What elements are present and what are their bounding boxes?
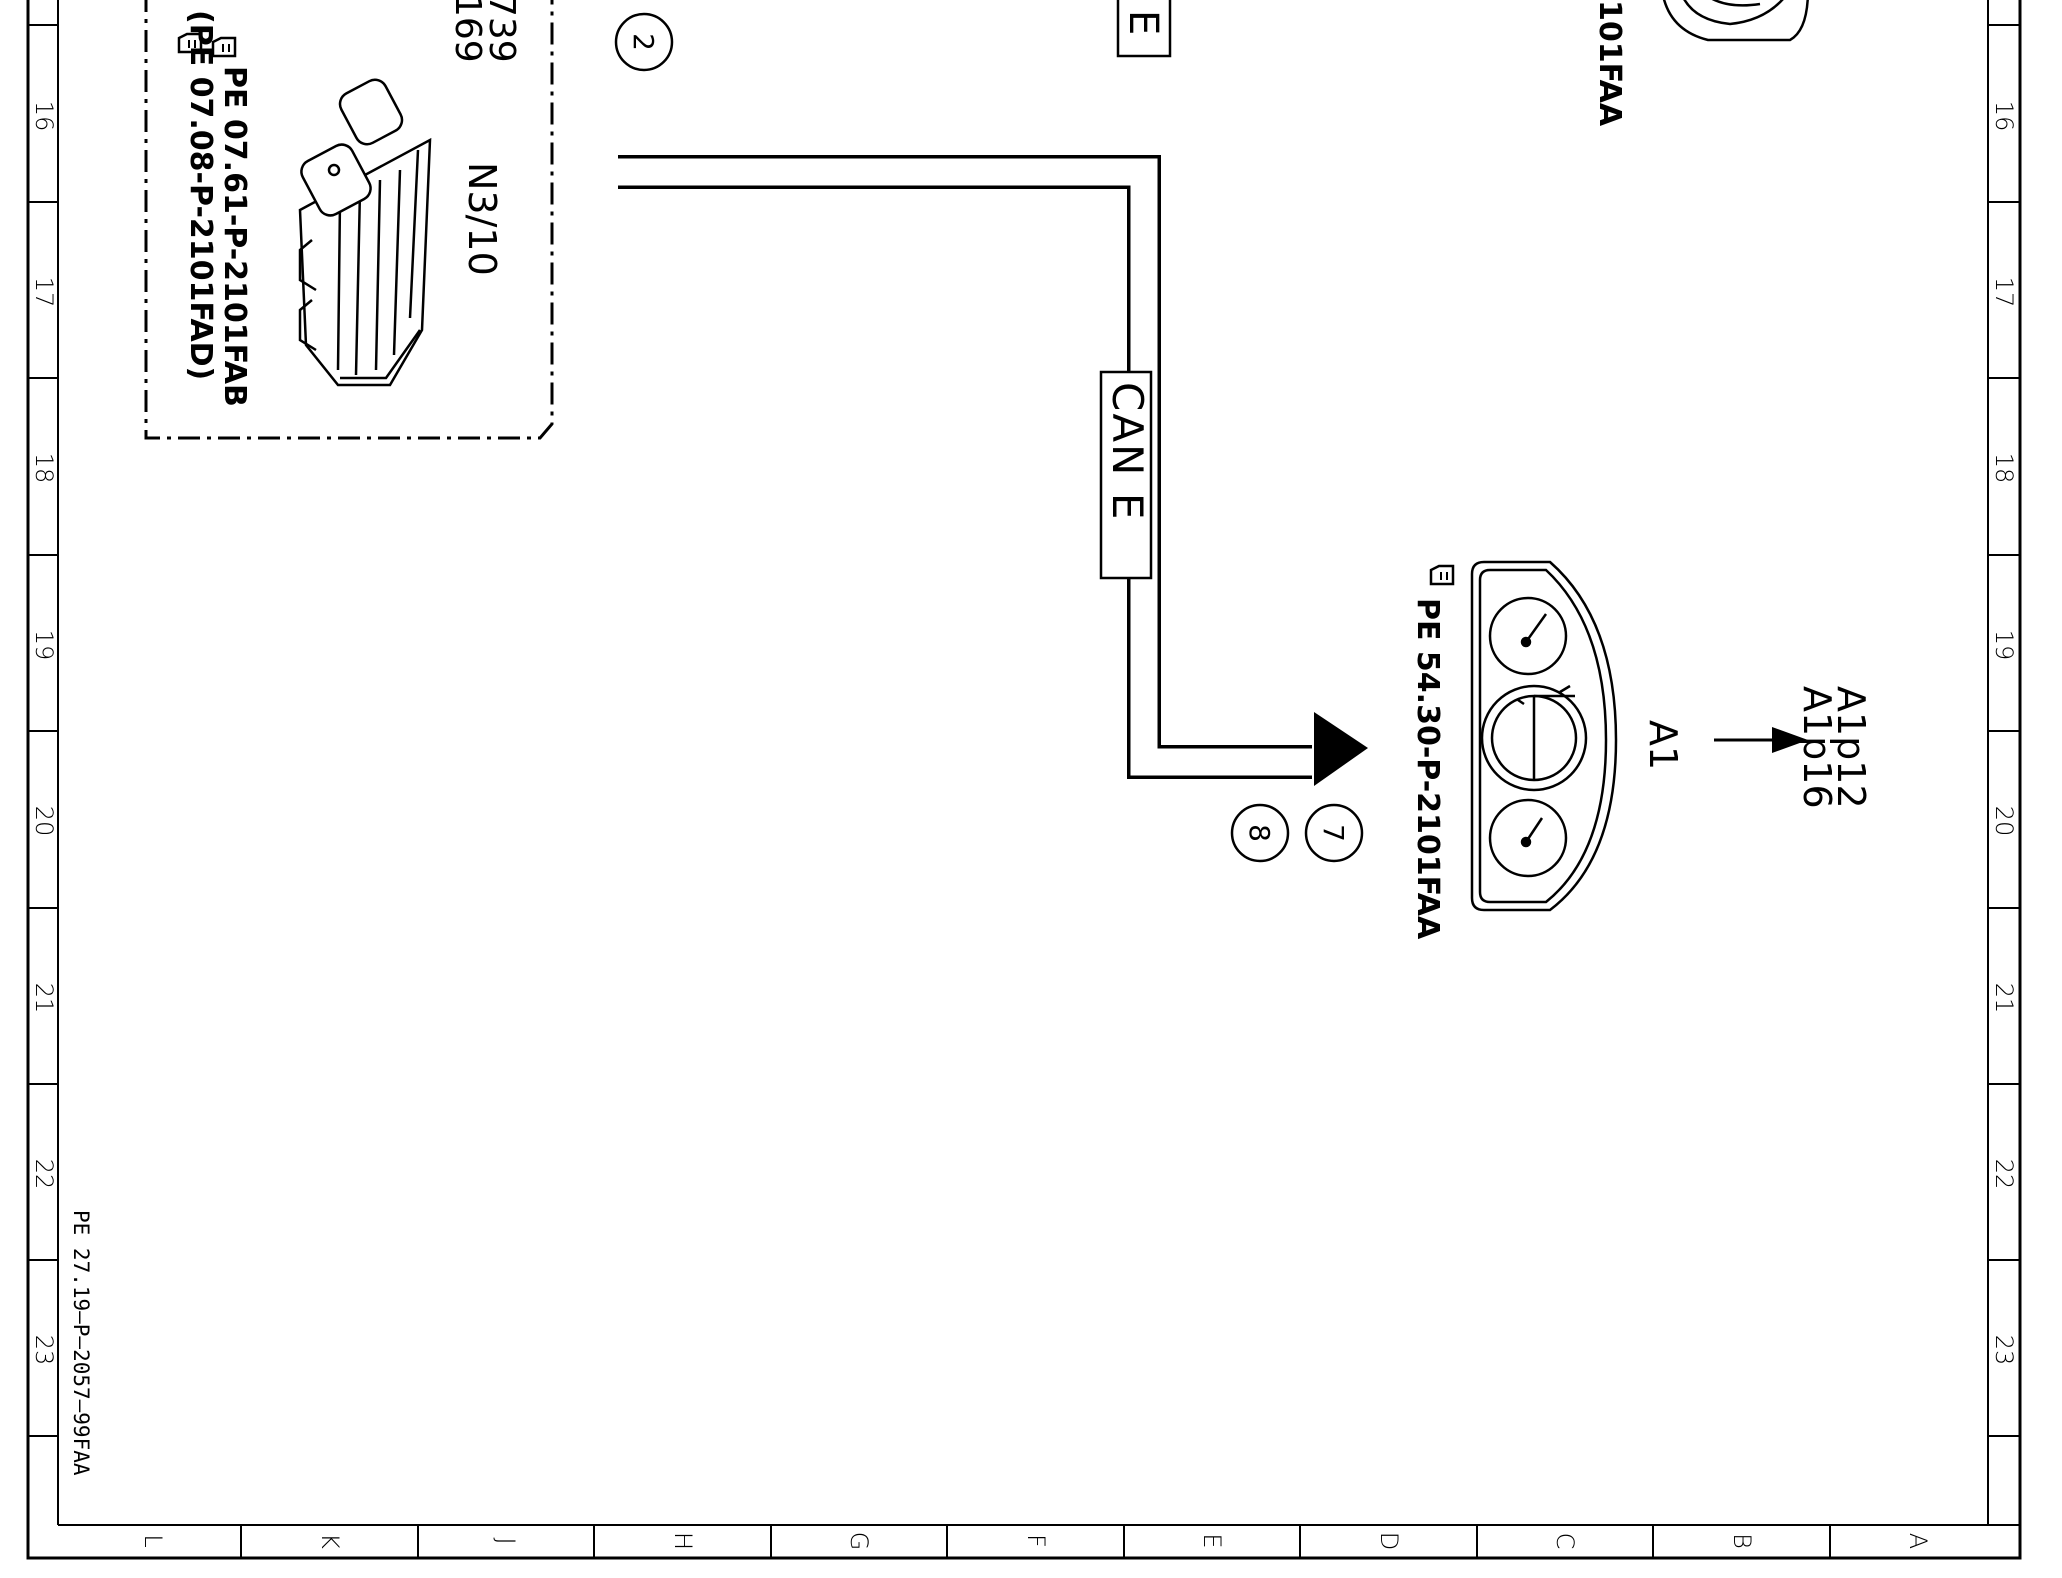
top-gauge-partial xyxy=(1662,0,1809,42)
module-partial-ref: 169 xyxy=(447,0,488,63)
module-partial-ref: 739 xyxy=(481,0,522,63)
row-number: 20 xyxy=(1990,806,2018,837)
column-letter: D xyxy=(1375,1532,1403,1550)
top-can-box-letter: E xyxy=(1120,10,1166,35)
callout-8: 8 xyxy=(1230,803,1290,863)
row-number: 18 xyxy=(30,453,58,484)
column-letter: A xyxy=(1904,1533,1932,1549)
instrument-cluster-a1: A1 A1p12 A1p16 PE 54.30-P-2101FAA xyxy=(1410,560,1873,940)
cluster-target: A1p12 xyxy=(1829,686,1873,809)
callout-2: 2 xyxy=(614,12,674,72)
top-can-box: E xyxy=(1116,0,1172,58)
column-letter: C xyxy=(1551,1533,1579,1550)
reference-icon xyxy=(211,36,237,58)
row-number: 19 xyxy=(30,630,58,661)
callout-number: 2 xyxy=(627,33,660,51)
ecu-icon xyxy=(298,78,432,387)
callout-number: 7 xyxy=(1317,824,1350,842)
callout-7: 7 xyxy=(1304,803,1364,863)
row-number: 19 xyxy=(1990,630,2018,661)
row-number: 21 xyxy=(1990,983,2018,1014)
module-label: N3/10 xyxy=(460,162,504,276)
row-numbers-left: 16 17 18 19 20 21 22 23 xyxy=(30,101,58,1366)
row-number: 17 xyxy=(1990,277,2018,308)
column-letter: K xyxy=(316,1533,344,1549)
column-letter: J xyxy=(492,1537,520,1544)
drawing-frame xyxy=(26,0,2022,1560)
row-number: 20 xyxy=(30,806,58,837)
can-bus-label: CAN E xyxy=(1103,382,1152,521)
module-ref: PE 07.61-P-2101FAB xyxy=(217,66,252,407)
row-number: 21 xyxy=(30,983,58,1014)
reference-icon xyxy=(1429,564,1455,586)
column-letter: B xyxy=(1728,1533,1756,1549)
column-letter: L xyxy=(139,1534,167,1547)
can-e-bus: CAN E xyxy=(618,155,1368,786)
column-letter: G xyxy=(845,1532,873,1551)
column-letter: F xyxy=(1022,1534,1050,1548)
instrument-cluster-icon xyxy=(1470,560,1618,912)
top-ref-fragment: 101FAA xyxy=(1592,0,1627,127)
module-n3-10: 739 169 N3/10 PE 07.61-P-2101FAB (PE 07.… xyxy=(144,0,554,440)
drawing-id: PE 27.19–P–2057–99FAA xyxy=(69,1210,93,1476)
row-number: 16 xyxy=(30,101,58,132)
cluster-label: A1 xyxy=(1641,720,1685,770)
row-number: 16 xyxy=(1990,101,2018,132)
module-ref: (PE 07.08-P-2101FAD) xyxy=(183,10,218,380)
column-letter: E xyxy=(1198,1533,1226,1548)
row-numbers-right: 16 17 18 19 20 21 22 23 xyxy=(1990,101,2018,1366)
row-number: 22 xyxy=(1990,1159,2018,1190)
row-number: 22 xyxy=(30,1159,58,1190)
row-number: 23 xyxy=(1990,1335,2018,1366)
row-number: 17 xyxy=(30,277,58,308)
reference-icon xyxy=(177,32,203,54)
cluster-target: A1p16 xyxy=(1795,686,1839,809)
callout-number: 8 xyxy=(1243,824,1276,842)
cluster-ref: PE 54.30-P-2101FAA xyxy=(1410,598,1445,940)
column-letter: H xyxy=(669,1532,697,1550)
row-number: 18 xyxy=(1990,453,2018,484)
row-number: 23 xyxy=(30,1335,58,1366)
column-letters: L K J H G F E D C B A xyxy=(139,1532,1932,1551)
